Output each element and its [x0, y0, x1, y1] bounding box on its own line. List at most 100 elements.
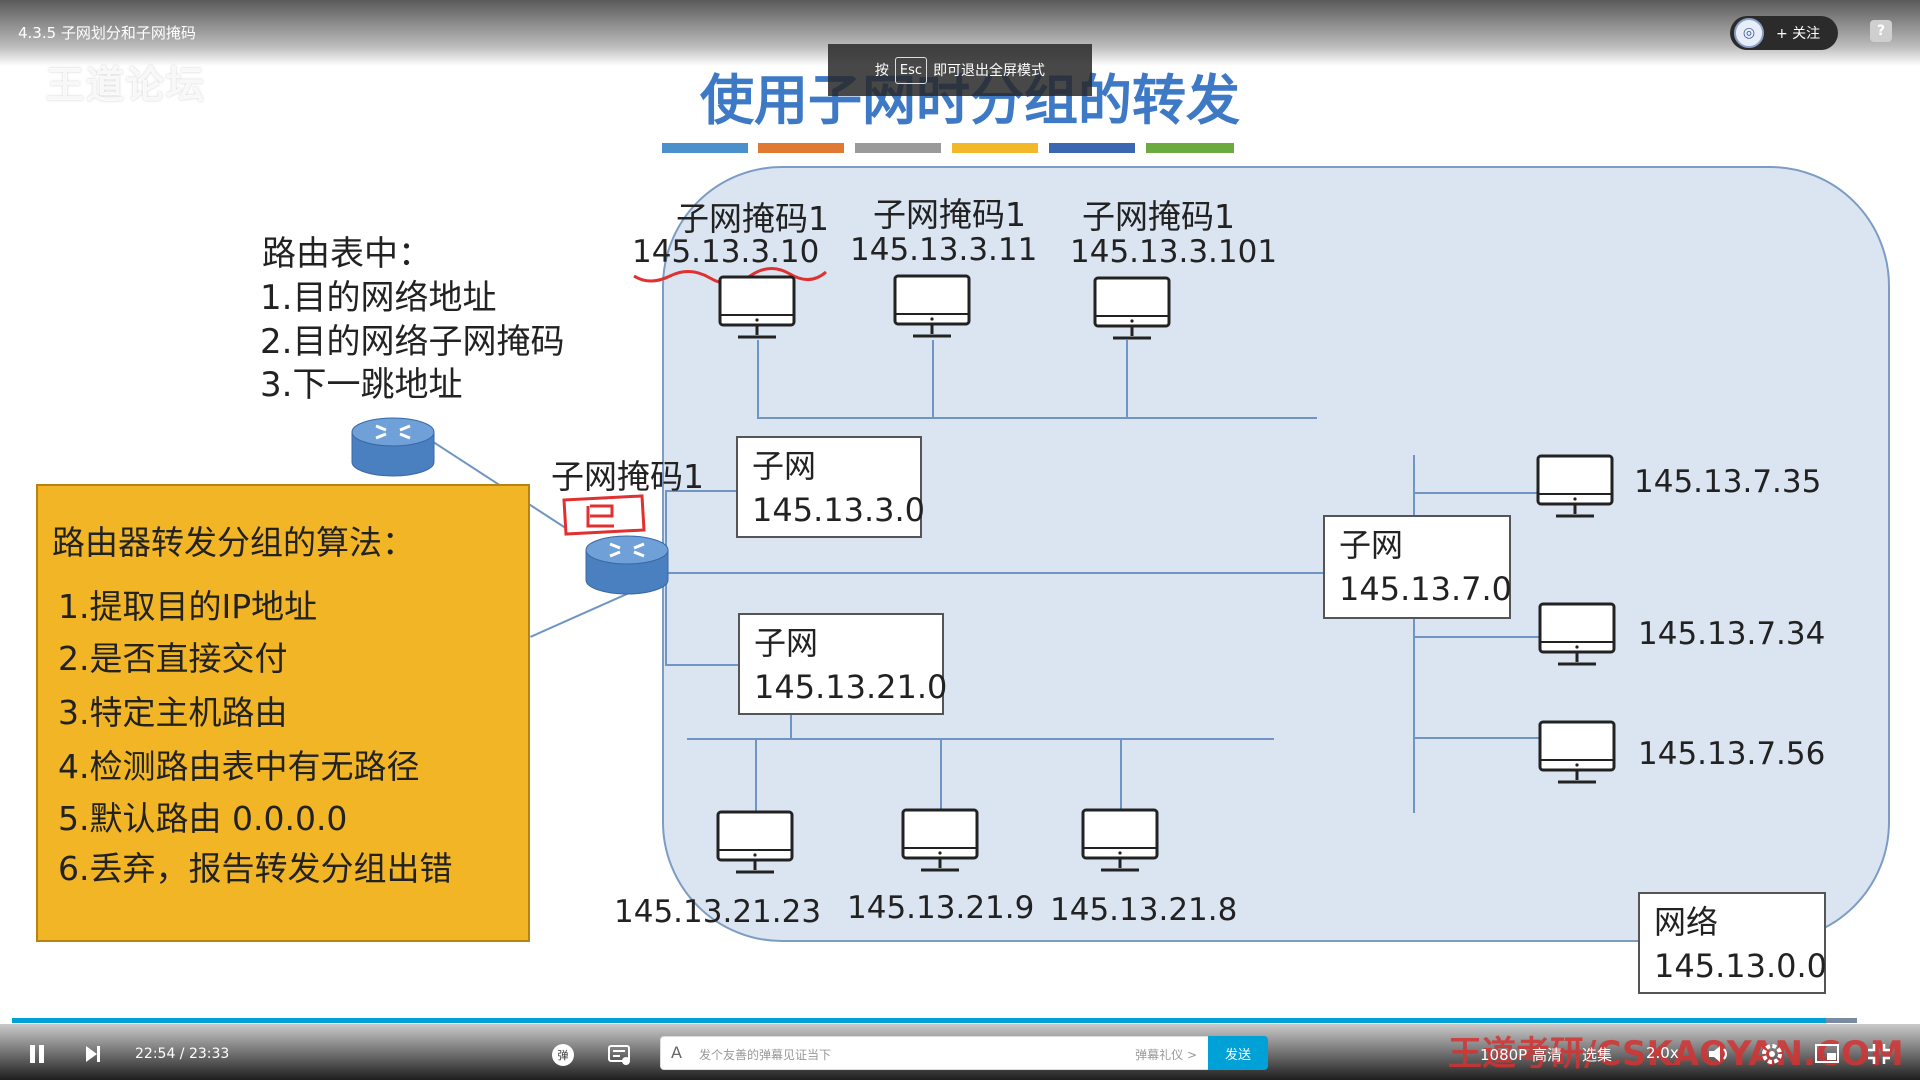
follow-label: + 关注 — [1776, 26, 1821, 42]
link-host-21-23 — [755, 738, 757, 814]
algorithm-step: 5.默认路由 0.0.0.0 — [58, 799, 348, 838]
network-area — [662, 166, 1890, 942]
send-danmaku-button[interactable]: 发送 — [1208, 1036, 1268, 1070]
bus-subnet-7 — [1413, 455, 1415, 813]
help-icon[interactable]: ? — [1870, 20, 1892, 42]
router-icon — [351, 417, 435, 477]
subnet-box: 子网 145.13.7.0 — [1323, 515, 1513, 619]
host-ip-label: 145.13.3.101 — [1070, 234, 1278, 270]
red-box-annotation — [562, 494, 646, 536]
link-host2 — [932, 340, 934, 418]
link-to-subnet-21 — [665, 664, 740, 666]
routing-table-heading: 路由表中： — [262, 234, 432, 274]
algorithm-step: 3.特定主机路由 — [58, 693, 288, 732]
link-host-21-9 — [940, 738, 942, 814]
pause-icon[interactable] — [28, 1044, 46, 1064]
host-ip-label: 145.13.21.23 — [614, 894, 822, 930]
progress-fill — [12, 1018, 1826, 1023]
episodes-button[interactable]: 选集 — [1582, 1046, 1613, 1064]
danmaku-settings-icon[interactable] — [608, 1044, 632, 1066]
link-subnet-21-box — [790, 706, 792, 740]
title-strip-orange — [758, 143, 844, 153]
bus-subnet-21 — [687, 738, 1274, 740]
algorithm-title: 路由器转发分组的算法： — [52, 523, 415, 562]
host-ip-label: 145.13.3.11 — [850, 232, 1038, 268]
danmaku-input[interactable]: A 发个友善的弹幕见证当下 弹幕礼仪 > — [660, 1036, 1210, 1070]
link-host-21-8 — [1120, 738, 1122, 814]
subnet-address: 145.13.21.0 — [754, 668, 948, 706]
host-ip-label: 145.13.7.34 — [1638, 616, 1826, 652]
algorithm-step: 1.提取目的IP地址 — [58, 587, 318, 626]
subnet-address: 145.13.3.0 — [752, 491, 926, 529]
subnet-address: 145.13.7.0 — [1339, 570, 1513, 608]
exit-fullscreen-icon[interactable] — [1866, 1042, 1892, 1066]
link-router-left — [530, 591, 632, 638]
link-host1 — [757, 340, 759, 418]
picture-in-picture-icon[interactable] — [1814, 1042, 1840, 1066]
desktop-computer-icon — [718, 275, 796, 339]
desktop-computer-icon — [901, 808, 979, 872]
fullscreen-exit-hint: 按 Esc 即可退出全屏模式 — [828, 44, 1092, 96]
video-title: 4.3.5 子网划分和子网掩码 — [18, 24, 196, 42]
host-ip-label: 145.13.21.8 — [1050, 892, 1238, 928]
subnet-label: 子网 — [1339, 526, 1404, 564]
desktop-computer-icon — [1093, 276, 1171, 340]
host-mask-label: 子网掩码1 — [676, 199, 829, 238]
bus-subnet-3 — [757, 417, 1317, 419]
speed-selector[interactable]: 2.0x — [1646, 1044, 1679, 1062]
link-to-subnet-3 — [665, 490, 740, 492]
desktop-computer-icon — [1538, 720, 1616, 784]
font-style-icon[interactable]: A — [671, 1043, 682, 1062]
desktop-computer-icon — [1538, 602, 1616, 666]
link-host-7-56 — [1413, 737, 1541, 739]
routing-algorithm-box: 路由器转发分组的算法： 1.提取目的IP地址 2.是否直接交付 3.特定主机路由… — [36, 484, 530, 942]
subnet-box: 子网 145.13.21.0 — [738, 613, 948, 715]
next-icon[interactable] — [84, 1044, 102, 1064]
router-icon — [585, 535, 669, 595]
subnet-label: 子网 — [752, 447, 817, 485]
desktop-computer-icon — [1536, 454, 1614, 518]
link-to-subnet-7 — [665, 572, 1325, 574]
host-ip-label: 145.13.3.10 — [632, 234, 820, 270]
routing-table-item: 2.目的网络子网掩码 — [260, 322, 565, 362]
link-host-7-34 — [1413, 636, 1541, 638]
desktop-computer-icon — [1081, 808, 1159, 872]
subnet-box: 子网 145.13.3.0 — [736, 436, 926, 538]
danmaku-etiquette-link[interactable]: 弹幕礼仪 > — [1135, 1048, 1197, 1062]
desktop-computer-icon — [893, 274, 971, 338]
quality-selector[interactable]: 1080P 高清 — [1480, 1046, 1562, 1064]
network-box: 网络 145.13.0.0 — [1638, 892, 1828, 994]
playback-time: 22:54 / 23:33 — [135, 1046, 230, 1062]
algorithm-step: 4.检测路由表中有无路径 — [58, 747, 420, 786]
esc-hint-suffix: 即可退出全屏模式 — [933, 63, 1046, 79]
esc-hint-prefix: 按 — [874, 63, 889, 79]
routing-table-item: 1.目的网络地址 — [260, 278, 497, 318]
danmaku-toggle[interactable]: 弹 — [552, 1044, 574, 1066]
settings-gear-icon[interactable] — [1760, 1042, 1784, 1066]
title-strip-yellow — [952, 143, 1038, 153]
network-label: 网络 — [1654, 903, 1719, 941]
host-mask-label: 子网掩码1 — [1082, 197, 1235, 236]
link-host-7-35 — [1413, 492, 1541, 494]
subnet-label: 子网 — [754, 624, 819, 662]
follow-button[interactable]: ◎ + 关注 — [1730, 16, 1838, 50]
title-strip-green — [1146, 143, 1234, 153]
host-mask-label: 子网掩码1 — [873, 195, 1026, 234]
uploader-avatar[interactable]: ◎ — [1734, 18, 1764, 48]
danmaku-placeholder: 发个友善的弹幕见证当下 — [699, 1048, 832, 1062]
title-strip-blue — [662, 143, 748, 153]
link-host3 — [1126, 340, 1128, 418]
host-ip-label: 145.13.21.9 — [847, 890, 1035, 926]
host-ip-label: 145.13.7.56 — [1638, 736, 1826, 772]
host-ip-label: 145.13.7.35 — [1634, 464, 1822, 500]
volume-icon[interactable] — [1706, 1042, 1732, 1066]
algorithm-step: 2.是否直接交付 — [58, 639, 288, 678]
title-strip-gray — [855, 143, 941, 153]
esc-key: Esc — [894, 56, 928, 84]
title-strip-darkblue — [1049, 143, 1135, 153]
routing-table-item: 3.下一跳地址 — [260, 365, 463, 405]
algorithm-step: 6.丢弃，报告转发分组出错 — [58, 849, 453, 888]
desktop-computer-icon — [716, 810, 794, 874]
network-address: 145.13.0.0 — [1654, 947, 1828, 985]
router-mask-label: 子网掩码1 — [551, 457, 704, 496]
